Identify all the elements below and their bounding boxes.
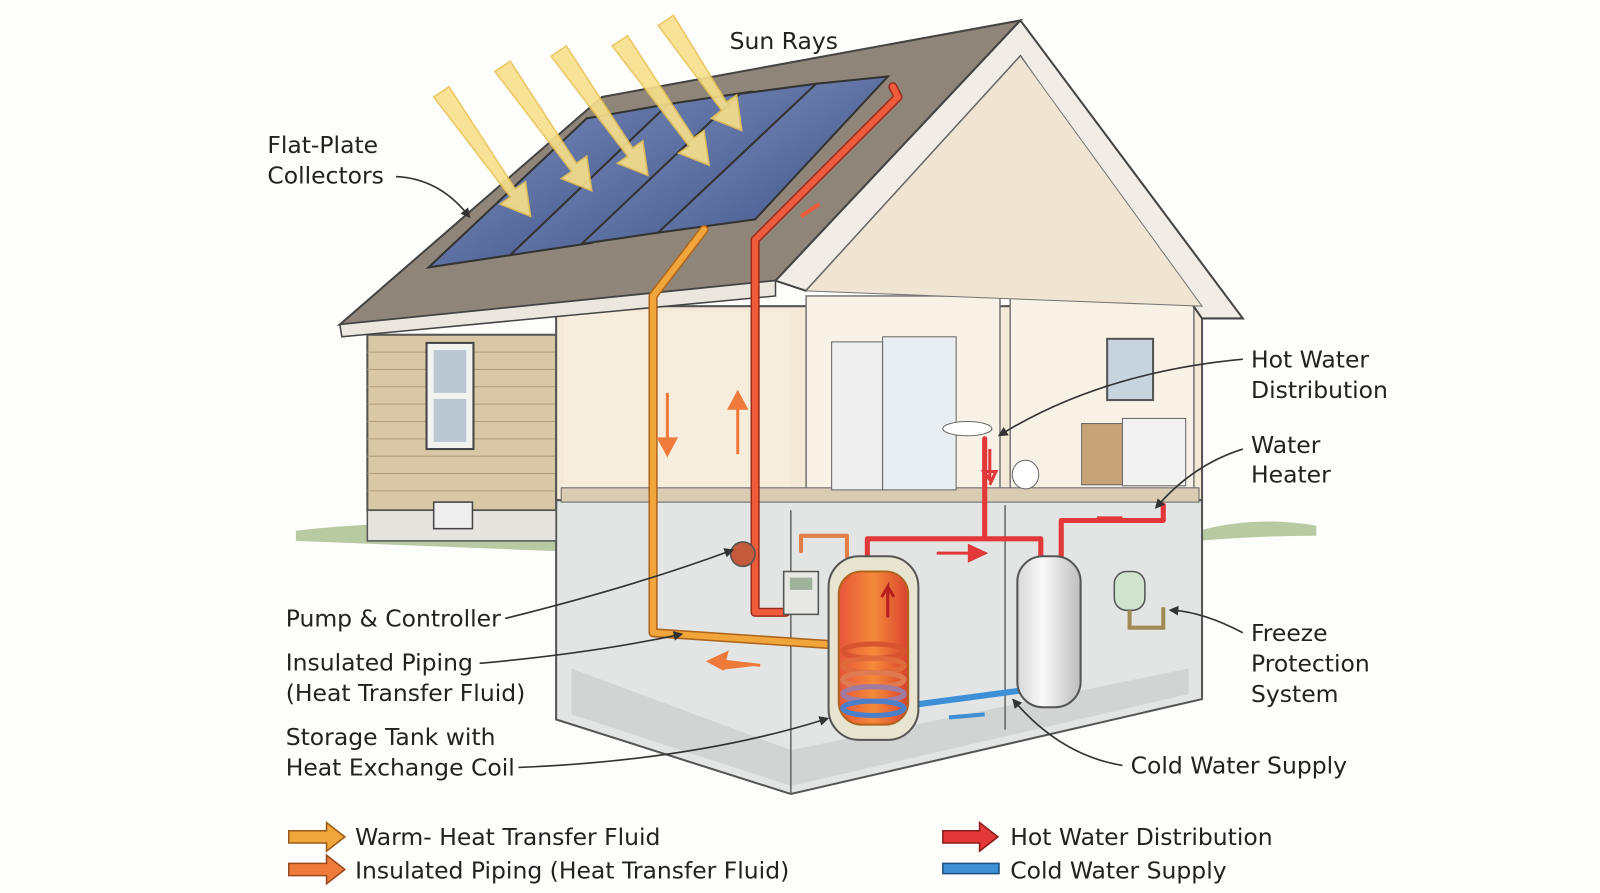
legend-item-insulated-piping: Insulated Piping (Heat Transfer Fluid) <box>288 853 789 886</box>
legend-label: Cold Water Supply <box>1010 857 1227 885</box>
equipment <box>729 541 1166 741</box>
cold-water-bar-icon <box>942 862 1000 875</box>
arrow-up-icon <box>727 389 749 455</box>
arrow-down-icon <box>980 449 999 486</box>
sun-rays <box>432 14 743 218</box>
legend-label: Hot Water Distribution <box>1010 823 1272 851</box>
toilet <box>1011 459 1040 490</box>
label-cold-water-supply: Cold Water Supply <box>1131 752 1348 780</box>
legend-item-cold-water: Cold Water Supply <box>942 857 1227 885</box>
label-hot-water-distribution: Distribution <box>1251 376 1388 404</box>
siding-wall <box>366 333 558 542</box>
shower <box>882 336 957 491</box>
arrow-left-icon <box>705 650 761 671</box>
label-freeze-protection: Protection <box>1251 650 1370 678</box>
label-collectors: Flat-Plate <box>267 131 378 159</box>
label-storage-tank: Heat Exchange Coil <box>286 754 515 782</box>
interior-rooms <box>555 295 1204 503</box>
label-insulated-piping: Insulated Piping <box>286 649 473 677</box>
legend-label: Insulated Piping (Heat Transfer Fluid) <box>355 857 789 885</box>
legend-label: Warm- Heat Transfer Fluid <box>355 823 660 851</box>
heat-exchange-coil <box>840 641 907 718</box>
water-heater <box>1016 555 1082 709</box>
cabinet <box>1081 423 1125 486</box>
legend-item-hot-water: Hot Water Distribution <box>942 821 1273 853</box>
collector-panel <box>655 75 891 235</box>
label-hot-water-distribution: Hot Water <box>1251 345 1369 373</box>
label-storage-tank: Storage Tank with <box>286 723 496 751</box>
door <box>831 341 884 491</box>
label-sun-rays: Sun Rays <box>730 27 838 55</box>
labels: Sun Rays Flat-Plate Collectors Hot Water… <box>267 27 1388 782</box>
expansion-tank <box>1113 570 1146 612</box>
legend: Warm- Heat Transfer Fluid Insulated Pipi… <box>288 821 1273 886</box>
arrow-icon <box>799 202 821 219</box>
window <box>1106 337 1155 402</box>
label-collectors: Collectors <box>267 162 384 190</box>
label-water-heater: Water <box>1251 431 1321 459</box>
hot-water-pipe <box>864 436 1166 559</box>
label-insulated-piping: (Heat Transfer Fluid) <box>286 679 526 707</box>
sink <box>942 420 993 437</box>
arrow-right-icon <box>288 821 347 853</box>
flow-arrows <box>656 202 1123 720</box>
legend-item-warm-fluid: Warm- Heat Transfer Fluid <box>288 821 660 853</box>
label-water-heater: Heater <box>1251 461 1331 489</box>
label-pump-controller: Pump & Controller <box>286 605 501 633</box>
piping <box>648 82 1166 708</box>
stove <box>1121 417 1187 487</box>
label-freeze-protection: System <box>1251 680 1339 708</box>
arrow-left-icon <box>948 712 985 720</box>
arrow-down-icon <box>656 392 679 458</box>
pump <box>729 541 756 568</box>
label-freeze-protection: Freeze <box>1251 619 1328 647</box>
arrow-right-icon <box>288 853 347 886</box>
arrow-right-icon <box>942 821 1000 853</box>
arrow-right-icon <box>936 543 989 563</box>
